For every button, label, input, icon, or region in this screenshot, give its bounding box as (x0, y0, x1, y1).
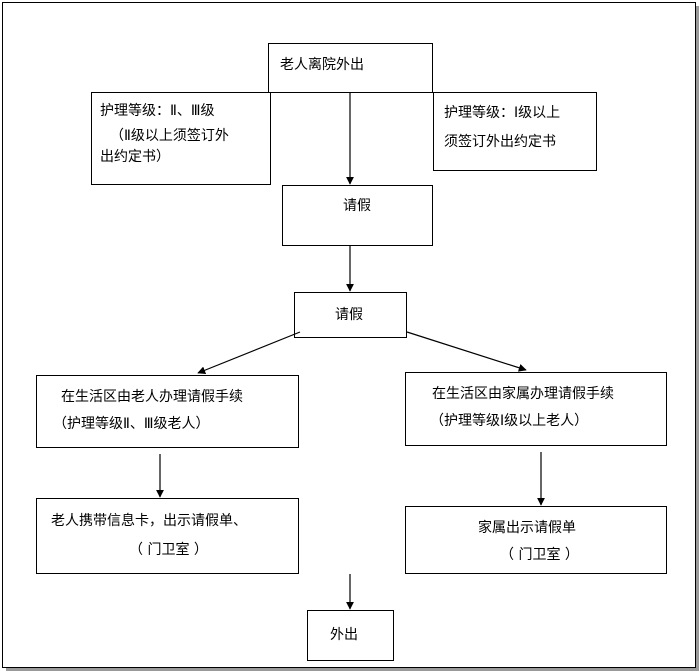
right-process-box: 在生活区由家属办理请假手续 （护理等级Ⅰ级以上老人） (405, 372, 667, 446)
right-process-line-1: 在生活区由家属办理请假手续 (432, 386, 614, 402)
left-process-line-2: （护理等级Ⅱ、Ⅲ级老人） (53, 416, 210, 432)
right-gate-box: 家属出示请假单 （ 门卫室 ） (405, 506, 667, 574)
right-note-box: 护理等级：Ⅰ级以上 须签订外出约定书 (433, 92, 597, 171)
right-process-line-2: （护理等级Ⅰ级以上老人） (430, 413, 589, 429)
left-note-line-3: 出约定书） (100, 149, 170, 165)
start-label: 老人离院外出 (280, 57, 364, 73)
right-note-line-2: 须签订外出约定书 (444, 134, 556, 150)
left-gate-box: 老人携带信息卡，出示请假单、 （ 门卫室 ） (36, 498, 299, 574)
left-gate-line-1: 老人携带信息卡，出示请假单、 (51, 513, 247, 529)
frame-shadow-bottom (6, 668, 699, 671)
leave-label-2: 请假 (335, 307, 363, 323)
end-box: 外出 (307, 610, 394, 661)
leave-label-1: 请假 (343, 198, 371, 214)
left-note-line-2: （Ⅱ级以上须签订外 (110, 128, 229, 144)
right-note-line-1: 护理等级：Ⅰ级以上 (444, 105, 561, 121)
right-gate-line-2: （ 门卫室 ） (500, 547, 579, 563)
left-process-line-1: 在生活区由老人办理请假手续 (61, 389, 243, 405)
leave-box-1: 请假 (282, 185, 433, 246)
leave-box-2: 请假 (294, 292, 407, 338)
left-gate-line-2: （ 门卫室 ） (129, 542, 208, 558)
left-note-line-1: 护理等级：Ⅱ、Ⅲ级 (100, 103, 215, 119)
left-process-box: 在生活区由老人办理请假手续 （护理等级Ⅱ、Ⅲ级老人） (36, 375, 299, 448)
end-label: 外出 (330, 627, 358, 643)
frame-shadow-right (696, 6, 699, 670)
left-note-box: 护理等级：Ⅱ、Ⅲ级 （Ⅱ级以上须签订外 出约定书） (91, 92, 271, 185)
start-box: 老人离院外出 (268, 43, 433, 93)
right-gate-line-1: 家属出示请假单 (478, 520, 576, 536)
